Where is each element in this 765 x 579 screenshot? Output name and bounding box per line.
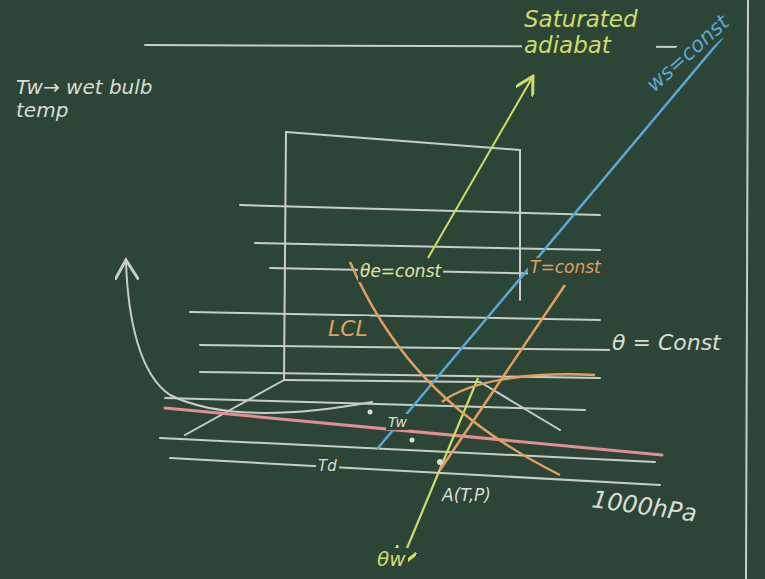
chalk-label: Td — [316, 458, 339, 475]
chalk-label: 1000hPa — [588, 486, 700, 529]
chalk-label: Tw→ wet bulb temp — [14, 76, 168, 122]
chalk-label: θe=const — [358, 262, 443, 282]
chalk-label: Tw — [386, 414, 409, 430]
chalk-label: LCL — [326, 316, 370, 341]
chalk-label: θ = Const — [610, 330, 723, 355]
chalk-label: T=const — [528, 258, 603, 278]
chalk-label: A(T,P) — [440, 486, 493, 506]
chalk-label: Saturated adiabat — [522, 6, 656, 59]
chalk-label: θw — [375, 548, 408, 571]
